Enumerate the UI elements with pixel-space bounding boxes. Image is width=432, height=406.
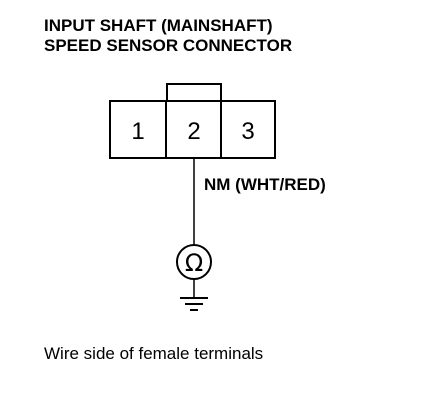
wire-color-label: NM (WHT/RED) (204, 175, 326, 194)
terminal-view-caption: Wire side of female terminals (44, 344, 264, 363)
ohmmeter-icon: Ω (176, 244, 212, 280)
terminal-2-label: 2 (187, 118, 200, 145)
title-line-2: SPEED SENSOR CONNECTOR (44, 36, 293, 55)
ohm-symbol: Ω (185, 249, 203, 277)
diagram-title: INPUT SHAFT (MAINSHAFT) SPEED SENSOR CON… (44, 16, 292, 56)
ground-icon (180, 297, 208, 311)
terminal-3-label: 3 (241, 118, 254, 145)
title-line-1: INPUT SHAFT (MAINSHAFT) (44, 16, 273, 35)
connector-body (109, 100, 276, 159)
terminal-1-label: 1 (131, 118, 144, 145)
connector-lock-tab (166, 83, 222, 102)
